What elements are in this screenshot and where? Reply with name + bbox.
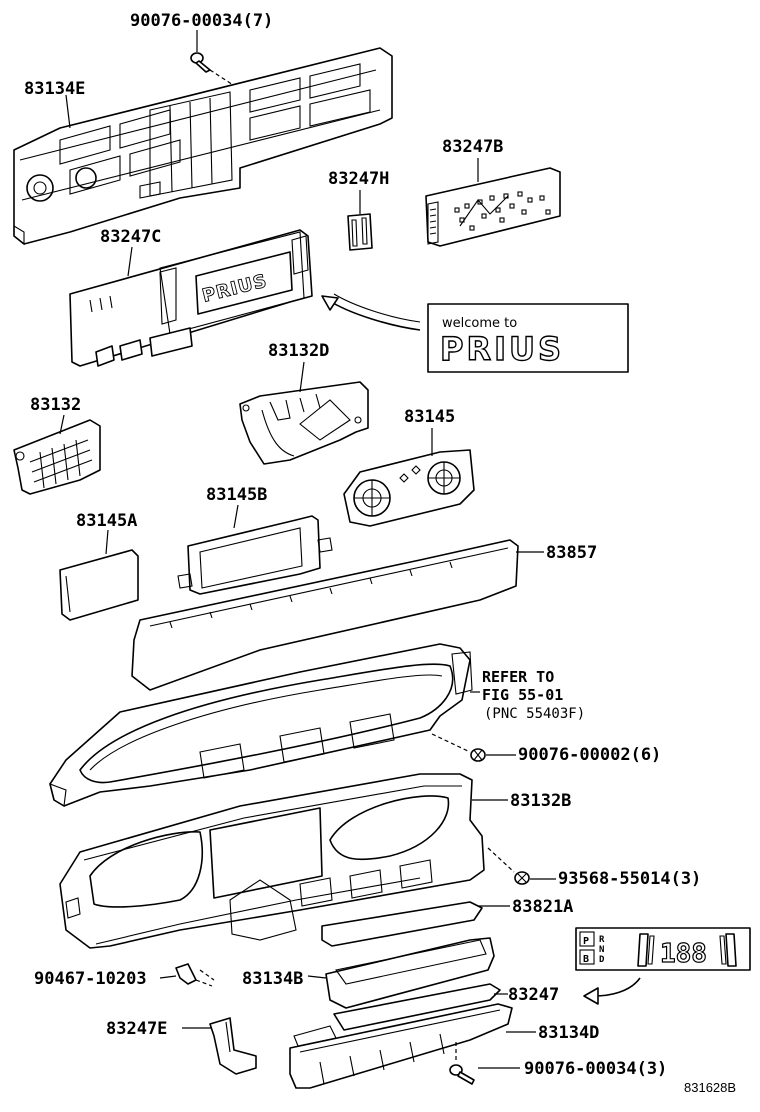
label-83134e: 83134E xyxy=(24,79,85,99)
screw-mid xyxy=(431,733,486,762)
label-83145a: 83145A xyxy=(76,511,137,531)
gear-digits: 188 xyxy=(660,939,707,969)
part-83857-panel xyxy=(131,539,519,691)
part-83145a-plate xyxy=(59,549,139,621)
gear-p: P xyxy=(583,936,589,947)
label-83134b: 83134B xyxy=(242,969,303,989)
label-83247c: 83247C xyxy=(100,227,161,247)
label-93568-55014-3: 93568-55014(3) xyxy=(558,869,701,889)
part-83132-light-guide xyxy=(13,419,101,495)
part-83145-dial-plate xyxy=(343,449,475,527)
part-83247e-bracket xyxy=(209,1017,257,1075)
screw-top xyxy=(190,52,245,93)
label-83857: 83857 xyxy=(546,543,597,563)
part-83821a-strip xyxy=(321,901,483,947)
part-83247c-display-board xyxy=(69,229,313,367)
part-90467-clip xyxy=(175,963,215,987)
gear-d: D xyxy=(599,955,605,965)
leader-p5 xyxy=(127,246,133,277)
label-90076-00002-6: 90076-00002(6) xyxy=(518,745,661,765)
leader-p2 xyxy=(65,94,71,129)
label-90076-00034-7: 90076-00034(7) xyxy=(130,11,273,31)
part-83134b-housing xyxy=(325,937,495,1009)
label-83145: 83145 xyxy=(404,407,455,427)
welcome-prius-box xyxy=(427,303,629,373)
part-83132d-light-guide xyxy=(239,381,369,465)
gear-n: N xyxy=(599,945,604,955)
refer-line-1: REFER TO xyxy=(482,668,554,686)
gear-r: R xyxy=(599,935,605,945)
gear-b: B xyxy=(583,954,589,965)
label-83247e: 83247E xyxy=(106,1019,167,1039)
label-90467-10203: 90467-10203 xyxy=(34,969,147,989)
label-83145b: 83145B xyxy=(206,485,267,505)
refer-line-3: (PNC 55403F) xyxy=(484,706,585,722)
arrow-gear xyxy=(583,977,641,1005)
leader-p7 xyxy=(59,414,65,435)
label-83132: 83132 xyxy=(30,395,81,415)
label-83247h: 83247H xyxy=(328,169,389,189)
part-83134d-lower-case xyxy=(289,1003,513,1089)
part-83132b-housing xyxy=(59,773,485,949)
label-83132d: 83132D xyxy=(268,341,329,361)
label-90076-00034-3: 90076-00034(3) xyxy=(524,1059,667,1079)
label-83247: 83247 xyxy=(508,985,559,1005)
part-83145b-lcd xyxy=(177,515,333,595)
figure-id: 831628B xyxy=(684,1080,736,1095)
leader-p16 xyxy=(159,975,177,979)
leader-p17 xyxy=(307,975,327,979)
label-83134d: 83134D xyxy=(538,1023,599,1043)
screw-tapping xyxy=(487,847,530,885)
part-83247h-connector xyxy=(347,213,373,251)
gear-display-box xyxy=(575,927,751,971)
part-83247-board xyxy=(333,983,501,1031)
refer-line-2: FIG 55-01 xyxy=(482,686,563,704)
leader-p6 xyxy=(299,361,305,393)
label-83247b: 83247B xyxy=(442,137,503,157)
label-83132b: 83132B xyxy=(510,791,571,811)
leader-p10 xyxy=(105,529,109,555)
part-83134e-rear-case xyxy=(13,47,393,246)
part-83247b-board xyxy=(425,167,561,247)
welcome-big-text: PRIUS xyxy=(440,330,564,368)
part-bezel xyxy=(49,643,473,807)
welcome-small-text: welcome to xyxy=(442,316,517,331)
leader-p9 xyxy=(233,504,239,529)
arrow-welcome xyxy=(321,293,421,331)
label-83821a: 83821A xyxy=(512,897,573,917)
screw-bottom xyxy=(449,1040,475,1085)
